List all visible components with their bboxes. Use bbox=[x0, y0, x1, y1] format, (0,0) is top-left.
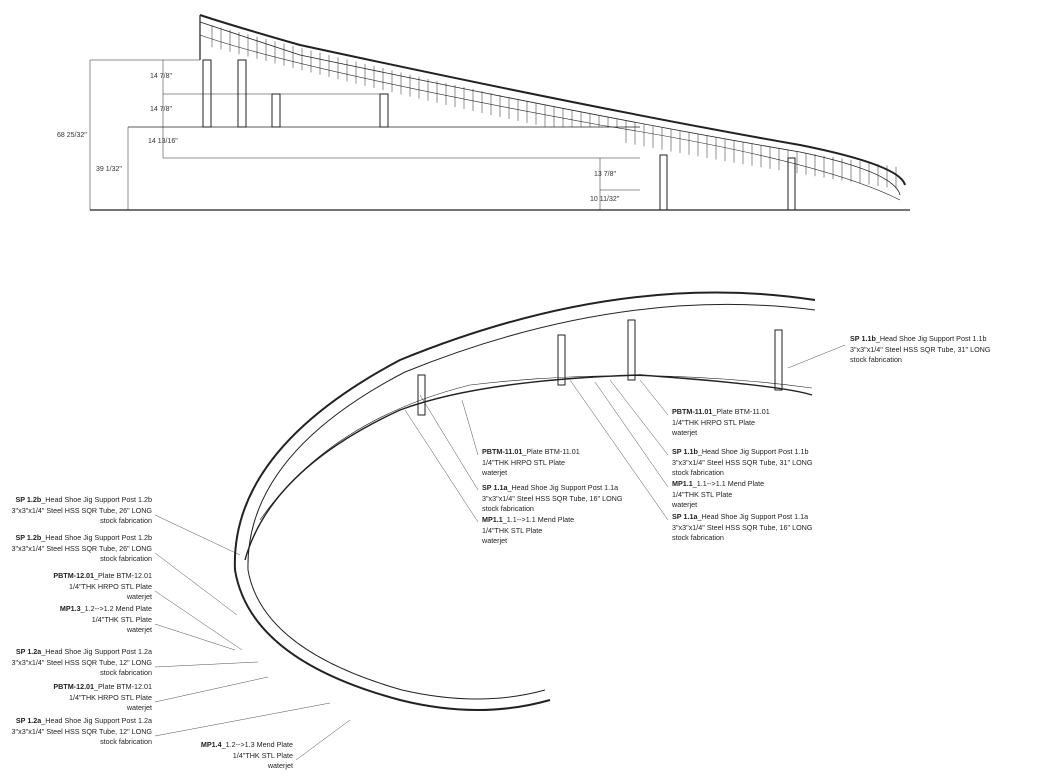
part-process: stock fabrication bbox=[672, 468, 724, 477]
plan-view bbox=[154, 291, 846, 761]
part-process: stock fabrication bbox=[100, 554, 152, 563]
part-process: waterjet bbox=[267, 761, 293, 770]
dim-lower-height: 39 1/32" bbox=[96, 166, 122, 173]
part-id: SP 1.1a bbox=[482, 483, 508, 492]
part-spec: 3"x3"x1/4" Steel HSS SQR Tube, 31" LONG bbox=[850, 344, 991, 354]
dim-overall-height: 68 25/32" bbox=[57, 132, 87, 139]
part-id: SP 1.2b bbox=[15, 495, 42, 504]
elevation-view: 68 25/32" 39 1/32" 14 7/8" 14 7/8" 14 13… bbox=[57, 14, 910, 211]
dim-seg2: 14 7/8" bbox=[150, 106, 172, 113]
part-id: SP 1.1b bbox=[850, 334, 876, 343]
part-name: _1.2-->1.3 Mend Plate bbox=[221, 740, 293, 749]
part-id: PBTM-11.01 bbox=[482, 447, 523, 456]
part-name: _Head Shoe Jig Support Post 1.2a bbox=[41, 647, 152, 656]
part-spec: 3"x3"x1/4" Steel HSS SQR Tube, 26" LONG bbox=[11, 543, 152, 553]
part-name: _1.2-->1.2 Mend Plate bbox=[80, 604, 152, 613]
part-spec: 3"x3"x1/4" Steel HSS SQR Tube, 31" LONG bbox=[672, 457, 813, 467]
part-id: MP1.3 bbox=[59, 604, 81, 613]
part-id: SP 1.1b bbox=[672, 447, 698, 456]
part-id: PBTM-12.01 bbox=[53, 682, 95, 691]
part-spec: 1/4"THK HRPO STL Plate bbox=[69, 581, 152, 591]
part-id: MP1.1 bbox=[672, 479, 693, 488]
part-process: stock fabrication bbox=[482, 504, 534, 513]
part-name: _Head Shoe Jig Support Post 1.1b bbox=[875, 334, 987, 343]
part-id: SP 1.1a bbox=[672, 512, 698, 521]
part-name: _Plate BTM-12.01 bbox=[94, 682, 152, 691]
dim-right2: 10 11/32" bbox=[590, 196, 620, 203]
part-process: stock fabrication bbox=[100, 737, 152, 746]
part-id: PBTM-11.01 bbox=[672, 407, 713, 416]
part-name: _Head Shoe Jig Support Post 1.2b bbox=[41, 495, 152, 504]
part-spec: 1/4"THK HRPO STL Plate bbox=[672, 417, 755, 427]
part-name: _Head Shoe Jig Support Post 1.1a bbox=[697, 512, 809, 521]
part-process: waterjet bbox=[672, 428, 698, 437]
part-id: MP1.4 bbox=[200, 740, 222, 749]
part-spec: 3"x3"x1/4" Steel HSS SQR Tube, 12" LONG bbox=[11, 657, 152, 667]
dim-seg1: 14 7/8" bbox=[150, 73, 172, 80]
part-process: waterjet bbox=[482, 468, 508, 477]
part-id: MP1.1 bbox=[482, 515, 503, 524]
part-process: waterjet bbox=[672, 500, 698, 509]
part-id: SP 1.2a bbox=[15, 716, 42, 725]
part-name: _Plate BTM-12.01 bbox=[94, 571, 152, 580]
part-process: stock fabrication bbox=[850, 355, 902, 364]
part-process: stock fabrication bbox=[672, 533, 724, 542]
part-spec: 1/4"THK STL Plate bbox=[672, 489, 733, 499]
part-name: _Head Shoe Jig Support Post 1.1b bbox=[697, 447, 809, 456]
part-spec: 3"x3"x1/4" Steel HSS SQR Tube, 16" LONG bbox=[672, 522, 813, 532]
part-spec: 1/4"THK HRPO STL Plate bbox=[69, 692, 152, 702]
part-name: _Head Shoe Jig Support Post 1.1a bbox=[507, 483, 619, 492]
part-spec: 1/4"THK STL Plate bbox=[91, 614, 152, 624]
part-spec: 3"x3"x1/4" Steel HSS SQR Tube, 26" LONG bbox=[11, 505, 152, 515]
part-spec: 1/4"THK STL Plate bbox=[232, 750, 293, 760]
part-process: stock fabrication bbox=[100, 516, 152, 525]
part-name: _1.1-->1.1 Mend Plate bbox=[692, 479, 765, 488]
part-name: _Head Shoe Jig Support Post 1.2a bbox=[41, 716, 152, 725]
part-name: _Plate BTM-11.01 bbox=[522, 447, 580, 456]
part-process: waterjet bbox=[126, 592, 152, 601]
dim-right1: 13 7/8" bbox=[594, 171, 616, 178]
part-name: _Head Shoe Jig Support Post 1.2b bbox=[41, 533, 152, 542]
part-id: PBTM-12.01 bbox=[53, 571, 95, 580]
part-process: stock fabrication bbox=[100, 668, 152, 677]
part-id: SP 1.2b bbox=[15, 533, 42, 542]
part-name: _1.1-->1.1 Mend Plate bbox=[502, 515, 575, 524]
part-name: _Plate BTM-11.01 bbox=[712, 407, 770, 416]
part-process: waterjet bbox=[126, 703, 152, 712]
part-spec: 3"x3"x1/4" Steel HSS SQR Tube, 16" LONG bbox=[482, 493, 623, 503]
part-id: SP 1.2a bbox=[15, 647, 42, 656]
part-spec: 1/4"THK STL Plate bbox=[482, 525, 543, 535]
part-process: waterjet bbox=[482, 536, 508, 545]
part-spec: 1/4"THK HRPO STL Plate bbox=[482, 457, 565, 467]
part-spec: 3"x3"x1/4" Steel HSS SQR Tube, 12" LONG bbox=[11, 726, 152, 736]
dim-seg3: 14 13/16" bbox=[148, 138, 178, 145]
part-process: waterjet bbox=[126, 625, 152, 634]
